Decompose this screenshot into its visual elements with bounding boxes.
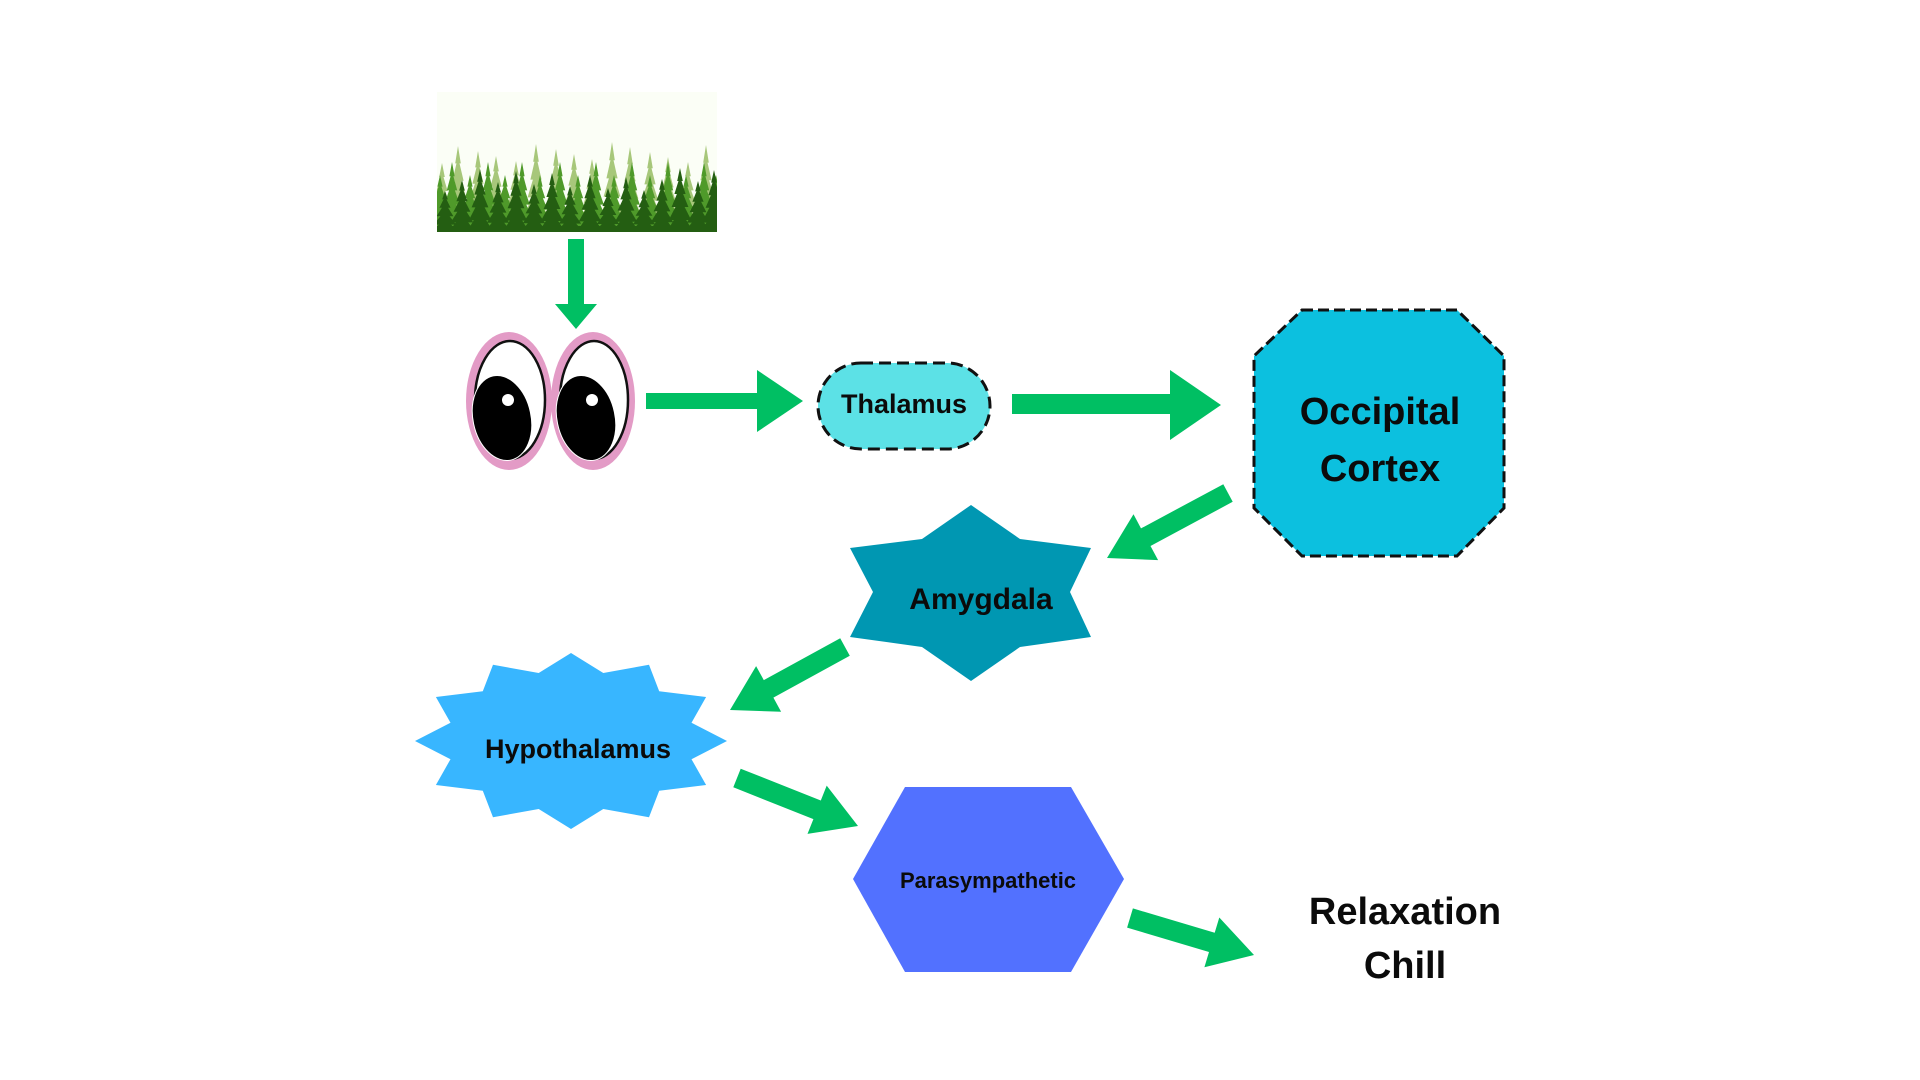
amygdala-node[interactable]: Amygdala bbox=[850, 505, 1091, 681]
tree-front bbox=[594, 188, 622, 232]
amygdala-shape bbox=[850, 505, 1091, 681]
hypothalamus-node[interactable]: Hypothalamus bbox=[415, 653, 727, 829]
parasympathetic-node[interactable]: Parasympathetic bbox=[853, 787, 1124, 972]
right-eye bbox=[551, 332, 635, 470]
arrows bbox=[555, 239, 1254, 968]
arrow-forest-to-eyes bbox=[555, 239, 597, 329]
occipital-cortex-node[interactable]: Occipital Cortex bbox=[1252, 308, 1506, 558]
tree-front bbox=[576, 175, 604, 232]
amygdala-label: Amygdala bbox=[909, 583, 1053, 616]
parasympathetic-shape bbox=[853, 787, 1124, 972]
thalamus-label: Thalamus bbox=[841, 389, 967, 419]
arrow-thalamus-to-occipital bbox=[1012, 370, 1221, 440]
occipital-cortex-label-line1: Occipital bbox=[1300, 391, 1461, 433]
occipital-cortex-label-line2: Cortex bbox=[1320, 448, 1440, 490]
tree-front bbox=[448, 180, 476, 232]
parasympathetic-label: Parasympathetic bbox=[900, 868, 1076, 893]
tree-front bbox=[556, 186, 584, 232]
tree-front bbox=[520, 184, 548, 232]
tree-front bbox=[612, 177, 640, 232]
arrow-parasympathetic-to-relaxation bbox=[1127, 908, 1254, 968]
tree-front bbox=[466, 169, 494, 232]
relaxation-outcome: Relaxation Chill bbox=[1309, 891, 1501, 987]
arrow-occipital-to-amygdala bbox=[1107, 484, 1233, 561]
forest-ground bbox=[437, 226, 717, 232]
tree-front bbox=[648, 179, 676, 232]
arrow-hypothalamus-to-parasympathetic bbox=[733, 768, 858, 834]
forest-icon bbox=[437, 92, 717, 232]
thalamus-node[interactable]: Thalamus bbox=[816, 361, 992, 451]
eyes-icon bbox=[466, 332, 635, 470]
tree-front bbox=[484, 182, 512, 232]
relaxation-label-line1: Relaxation bbox=[1309, 891, 1501, 933]
tree-front bbox=[700, 170, 717, 232]
arrow-amygdala-to-hypothalamus bbox=[730, 638, 850, 712]
tree-front bbox=[538, 173, 566, 232]
occipital-cortex-shape bbox=[1252, 308, 1506, 558]
arrow-eyes-to-thalamus bbox=[646, 370, 803, 432]
left-eye bbox=[466, 332, 552, 470]
hypothalamus-label: Hypothalamus bbox=[485, 734, 671, 764]
thalamus-shape bbox=[816, 361, 992, 451]
tree-front bbox=[666, 168, 694, 232]
forest-trees bbox=[437, 142, 717, 232]
tree-front bbox=[502, 171, 530, 232]
tree-front bbox=[630, 190, 658, 232]
relaxation-label-line2: Chill bbox=[1364, 945, 1446, 987]
hypothalamus-shape bbox=[415, 653, 727, 829]
